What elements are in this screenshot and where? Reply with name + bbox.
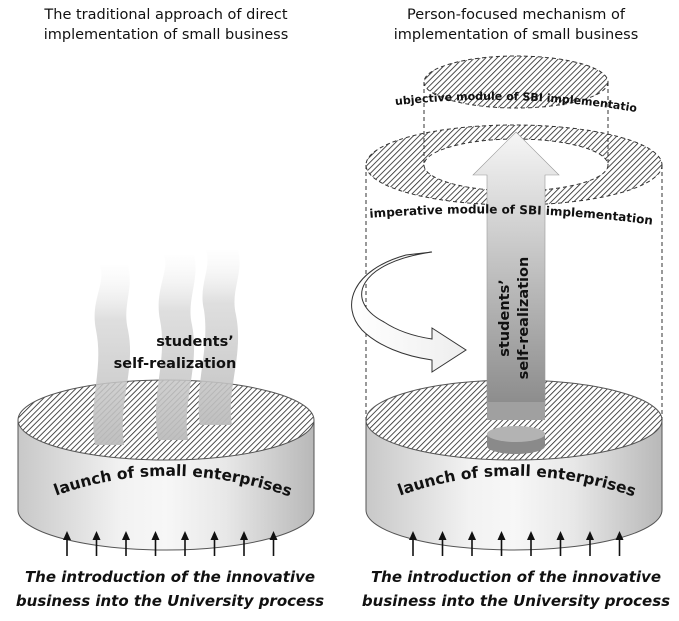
smoke-column <box>93 265 131 445</box>
input-arrow <box>269 531 278 556</box>
arrow-label-line1: students’ <box>497 279 513 357</box>
input-arrow <box>92 531 101 556</box>
smoke-column <box>155 255 196 440</box>
input-arrow <box>497 531 506 556</box>
input-arrow <box>615 531 624 556</box>
input-arrow <box>181 531 189 556</box>
smoke-column <box>198 250 240 425</box>
right-title-line2: implementation of small business <box>394 27 639 43</box>
left-smoke-label-line1: students’ <box>156 334 234 350</box>
input-arrow <box>527 531 535 556</box>
input-arrow <box>63 531 71 556</box>
right-input-arrows <box>409 531 624 556</box>
left-caption-line1: The introduction of the innovative <box>25 568 315 586</box>
left-title-line1: The traditional approach of direct <box>43 7 287 23</box>
left-input-arrows <box>63 531 278 556</box>
right-title-line1: Person-focused mechanism of <box>407 7 626 23</box>
left-smoke-columns <box>93 250 240 445</box>
right-caption-line1: The introduction of the innovative <box>371 568 661 586</box>
curved-rotation-arrow <box>351 251 467 373</box>
input-arrow <box>468 531 476 556</box>
input-arrow <box>210 531 219 556</box>
self-realization-arrow <box>472 131 560 454</box>
right-caption-line2: business into the University process <box>362 592 670 610</box>
input-arrow <box>586 531 594 556</box>
arrow-label-line2: self-realization <box>516 257 532 380</box>
left-panel: The traditional approach of direct imple… <box>16 7 324 610</box>
left-caption-line2: business into the University process <box>16 592 324 610</box>
left-title-line2: implementation of small business <box>44 27 289 43</box>
input-arrow <box>151 531 160 556</box>
input-arrow <box>122 531 130 556</box>
input-arrow <box>409 531 417 556</box>
input-arrow <box>438 531 447 556</box>
left-smoke-label-line2: self-realization <box>114 356 237 372</box>
input-arrow <box>240 531 248 556</box>
input-arrow <box>556 531 565 556</box>
